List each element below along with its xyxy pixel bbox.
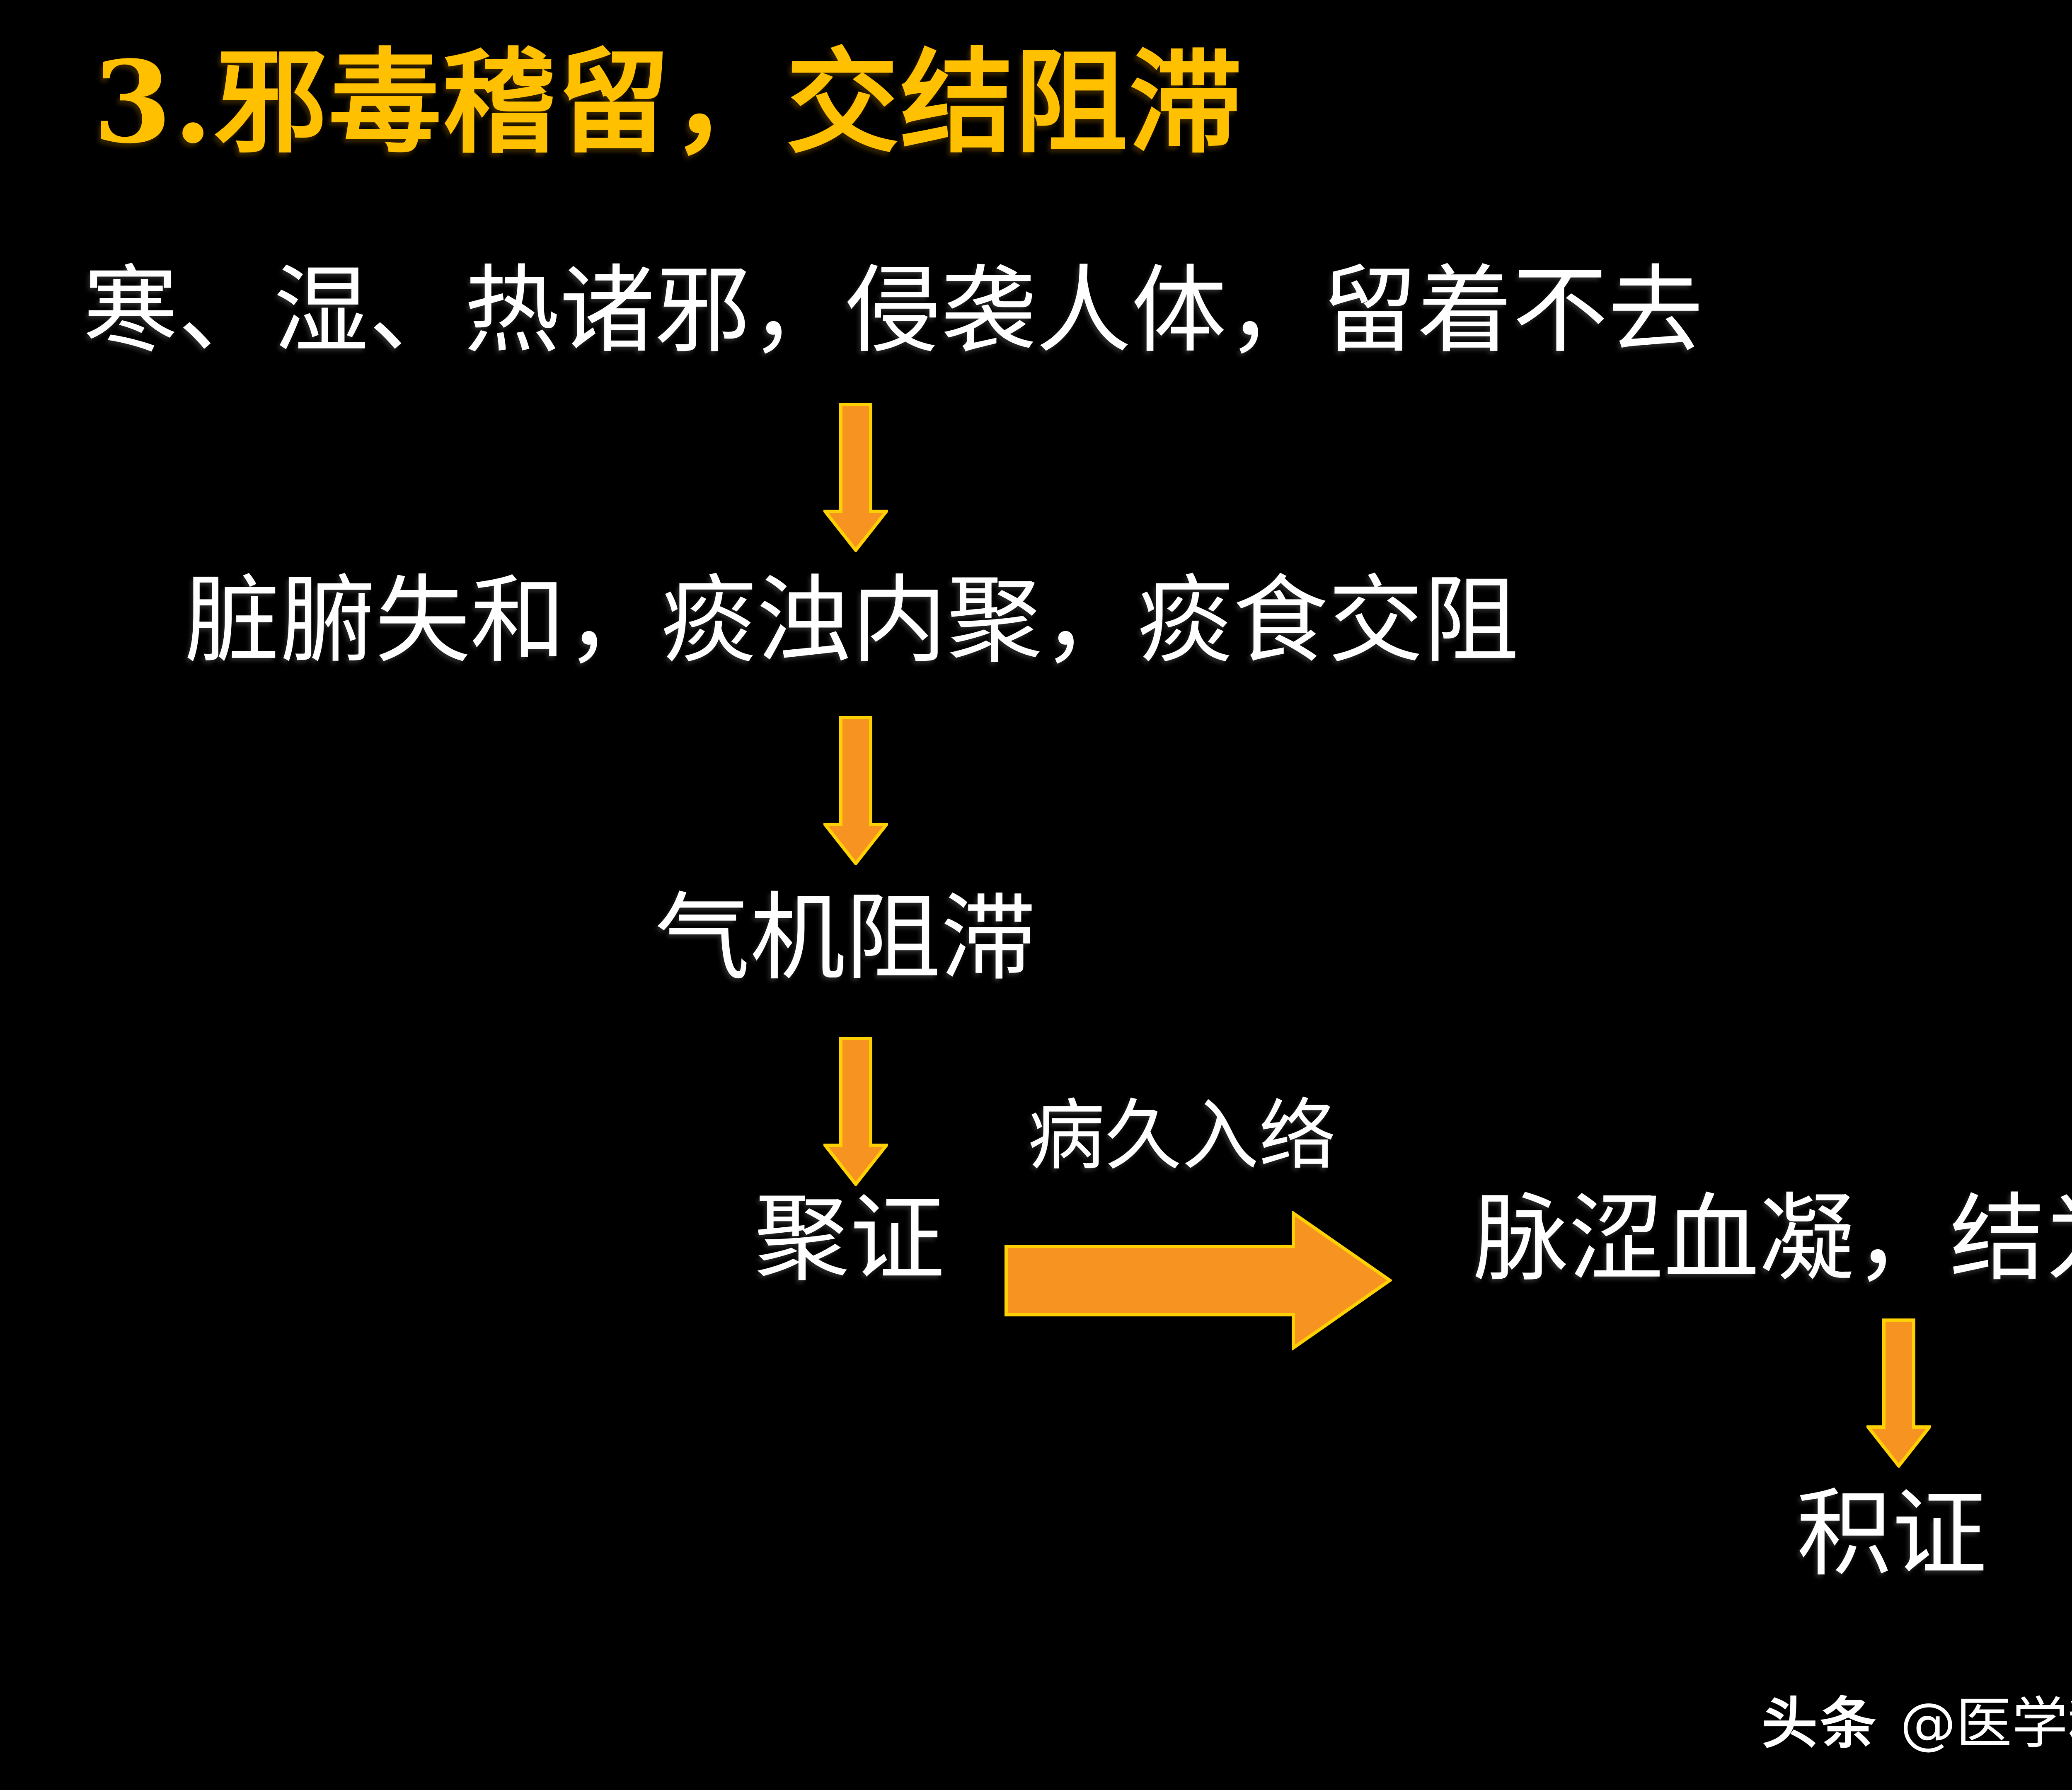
down-arrow-icon-1 (823, 403, 888, 552)
flow-step-vessel-stasis: 脉涩血凝，结为积块 (1473, 1184, 2072, 1294)
flow-step-qi-stagnation: 气机阻滞 (655, 883, 1036, 994)
flow-step-pathogens: 寒、湿、热诸邪，侵袭人体，留着不去 (83, 256, 1704, 366)
down-arrow-icon-3 (823, 1037, 888, 1186)
slide-title: 3.邪毒稽留，交结阻滞 (93, 36, 1244, 169)
toutiao-logo: 头条 (1762, 1691, 1878, 1756)
down-arrow-icon-2 (823, 716, 888, 865)
arrow-label-chronic-disease: 病久入络 (1028, 1091, 1336, 1180)
flow-step-ju-syndrome: 聚证 (754, 1184, 945, 1294)
down-arrow-icon-4 (1866, 1318, 1931, 1468)
flow-step-ji-syndrome: 积证 (1796, 1479, 1987, 1589)
right-arrow-icon (1005, 1211, 1392, 1350)
watermark: 头条@医学科普刘医生 (1762, 1696, 2072, 1751)
watermark-handle: @医学科普刘医生 (1900, 1691, 2072, 1756)
flow-step-zangfu-disharmony: 脏腑失和，痰浊内聚，痰食交阻 (184, 566, 1519, 676)
